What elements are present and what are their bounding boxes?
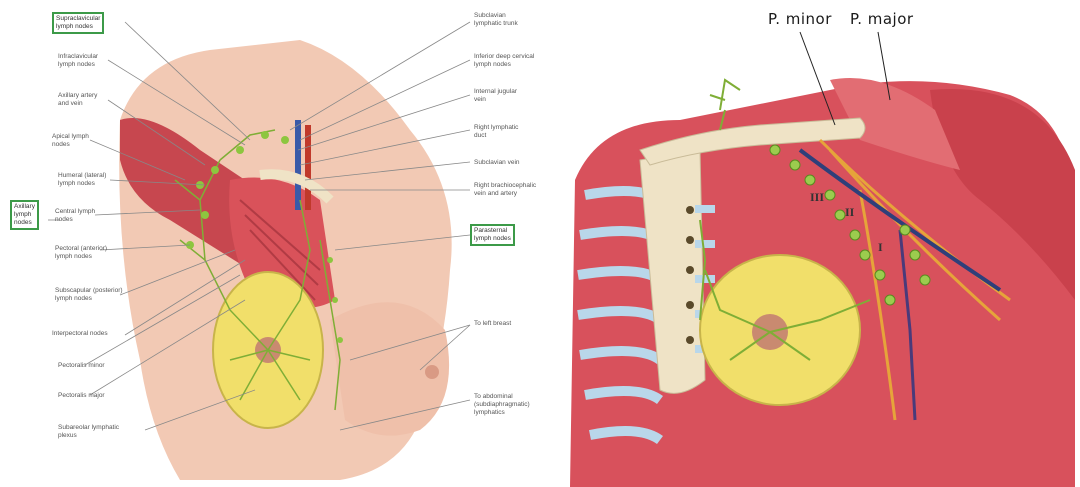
label-apical-lymph-nodes: Apical lymph nodes [52,133,89,149]
label-pectoral-lymph-nodes: Pectoral (anterior) lymph nodes [55,245,107,261]
label-parasternal-lymph-nodes: Parasternal lymph nodes [470,224,515,246]
label-to-left-breast: To left breast [474,320,511,328]
label-infraclavicular-lymph-nodes: Infraclavicular lymph nodes [58,53,98,69]
label-subareolar-plexus: Subareolar lymphatic plexus [58,424,119,440]
label-level-i: I [878,240,883,255]
label-interpectoral-nodes: Interpectoral nodes [52,330,108,338]
label-level-iii: III [810,190,824,205]
label-p-minor: P. minor [768,10,832,28]
label-pectoralis-minor: Pectoralis minor [58,362,105,370]
label-pectoralis-major: Pectoralis major [58,392,105,400]
label-to-abdominal-lymphatics: To abdominal (subdiaphragmatic) lymphati… [474,393,530,417]
label-axillary-artery-vein: Axillary artery and vein [58,92,97,108]
label-subclavian-vein: Subclavian vein [474,159,520,167]
label-inferior-deep-cervical: Inferior deep cervical lymph nodes [474,53,534,69]
label-subscapular-lymph-nodes: Subscapular (posterior) lymph nodes [55,287,123,303]
label-axillary-lymph-nodes: Axillary lymph nodes [10,200,39,230]
label-right-lymphatic-duct: Right lymphatic duct [474,124,518,140]
label-p-major: P. major [850,10,914,28]
label-central-lymph-nodes: Central lymph nodes [55,208,95,224]
label-subclavian-lymphatic-trunk: Subclavian lymphatic trunk [474,12,518,28]
label-supraclavicular-lymph-nodes: Supraclavicular lymph nodes [52,12,104,34]
label-level-ii: II [845,205,854,220]
label-humeral-lymph-nodes: Humeral (lateral) lymph nodes [58,172,106,188]
label-internal-jugular-vein: Internal jugular vein [474,88,517,104]
label-brachiocephalic: Right brachiocephalic vein and artery [474,182,536,198]
